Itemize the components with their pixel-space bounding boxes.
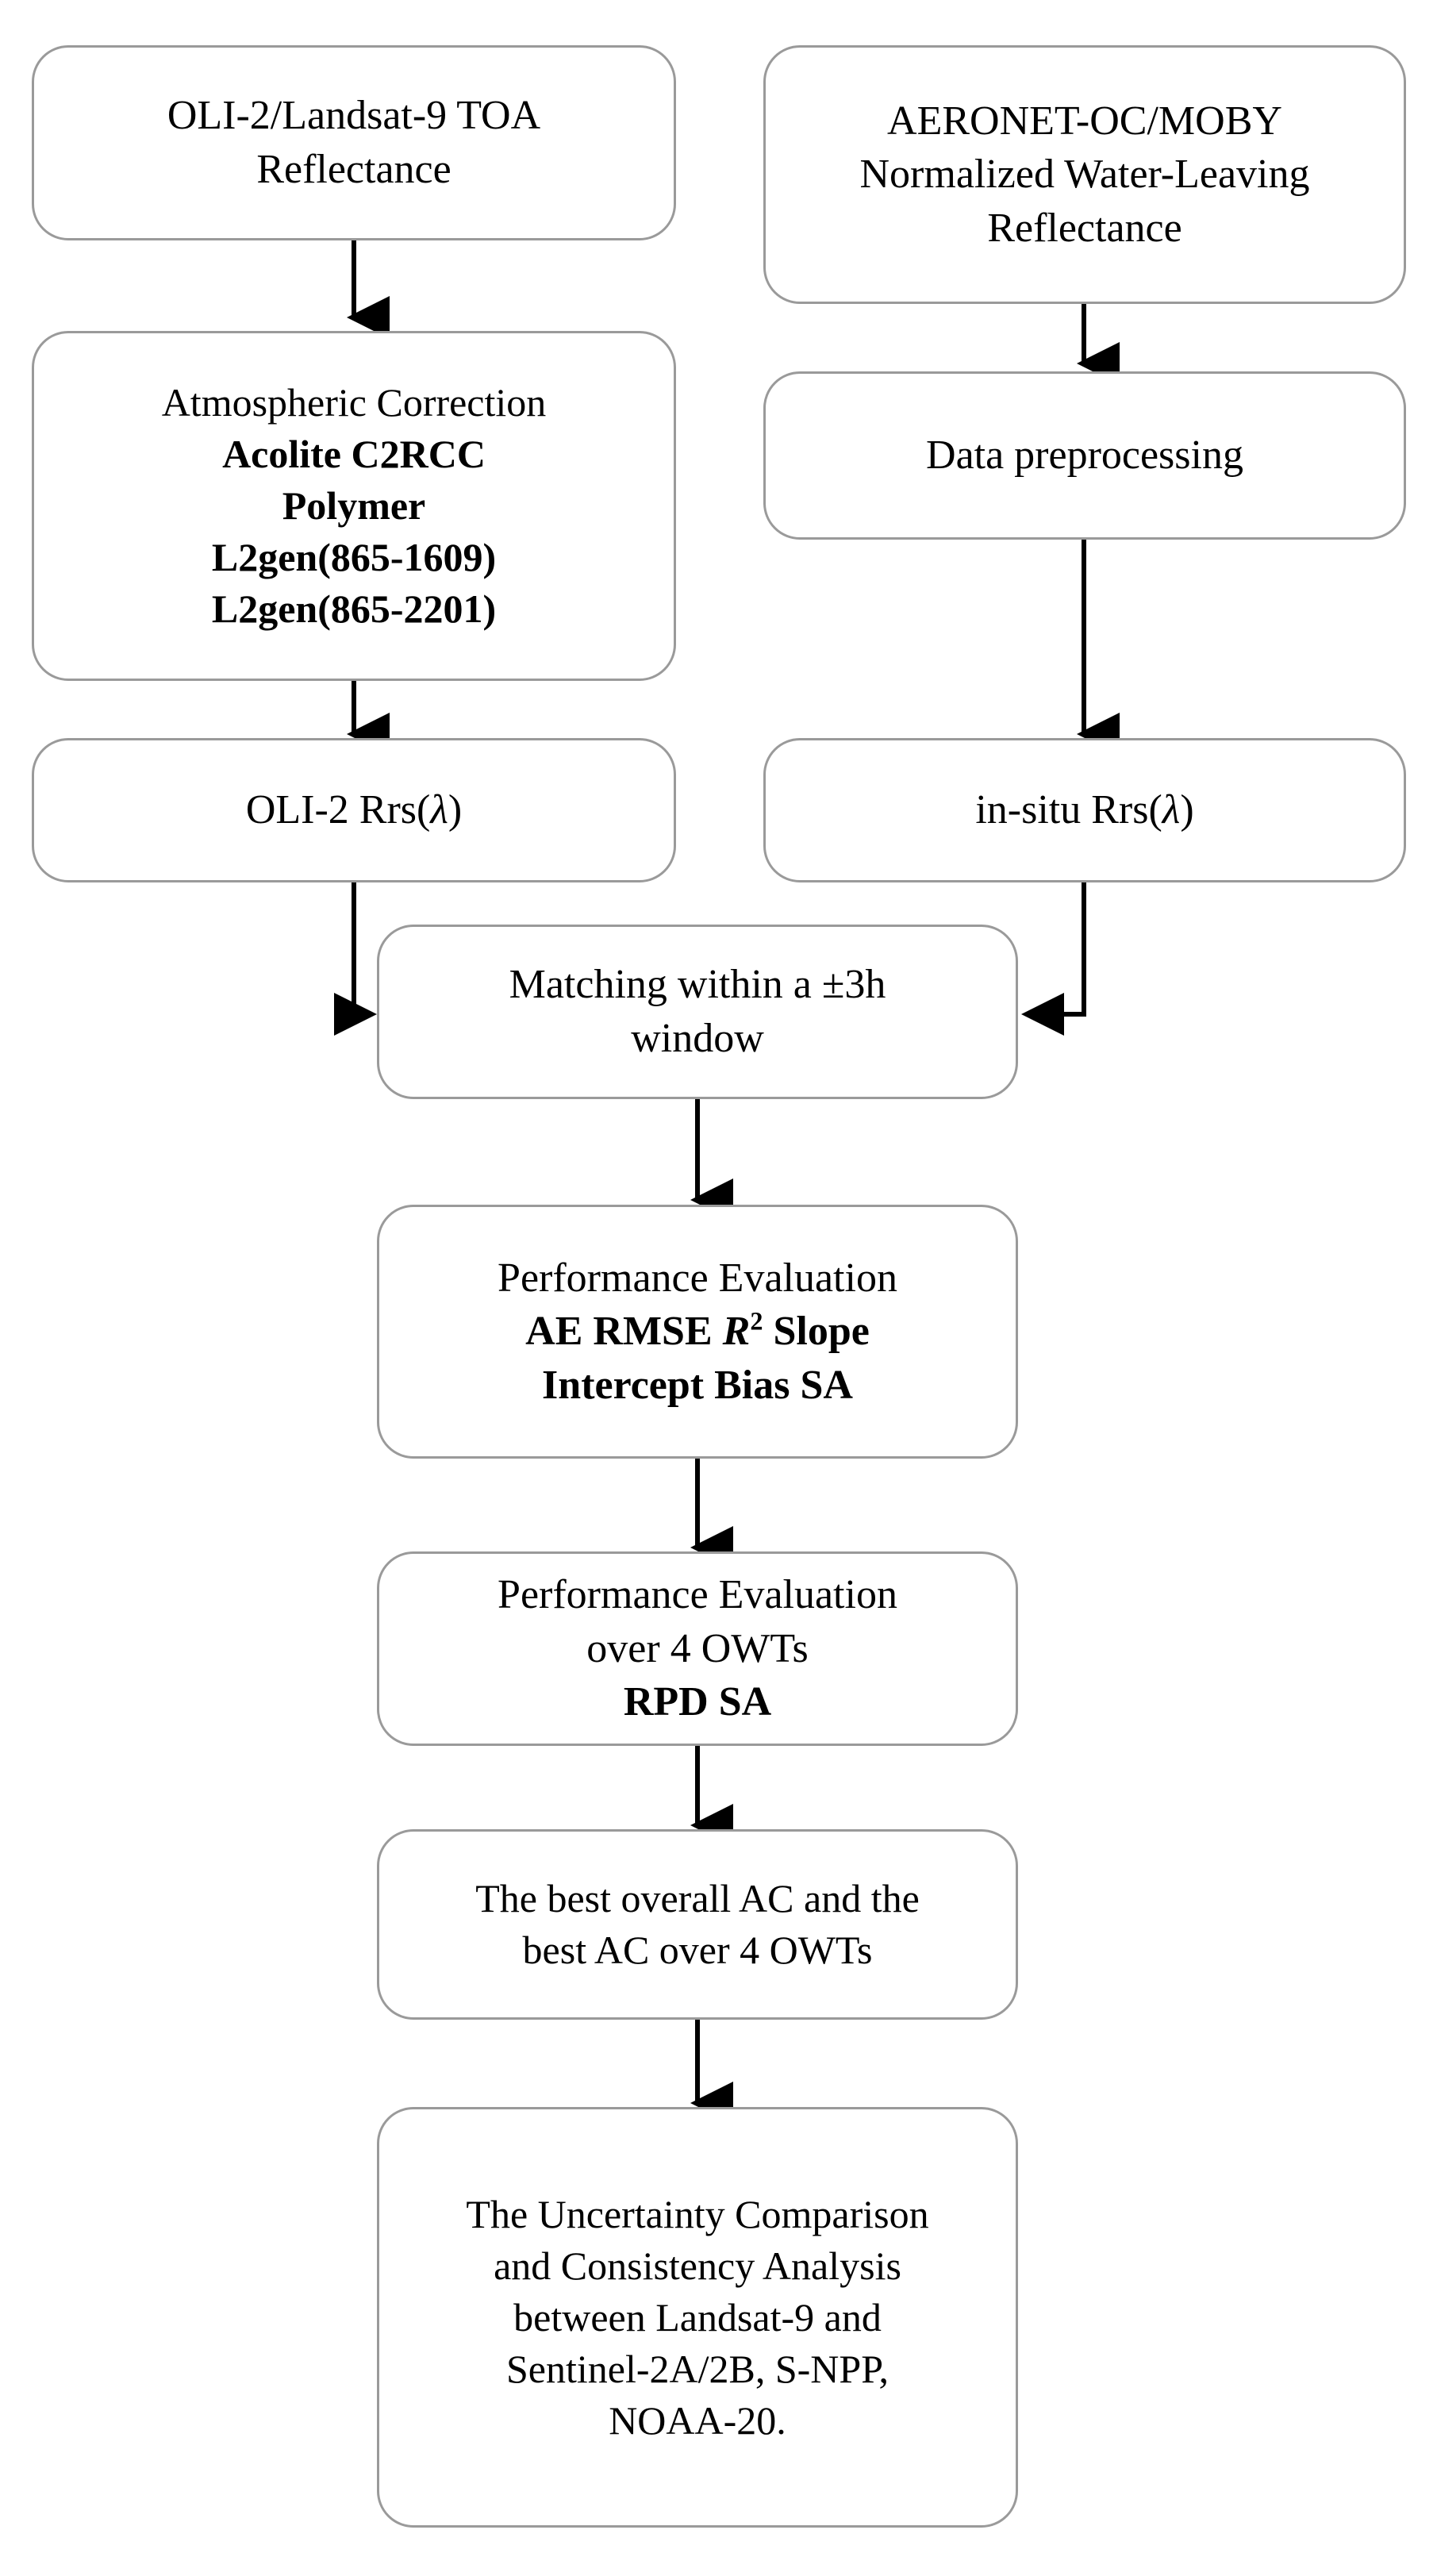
node-line: L2gen(865-2201) [211, 586, 497, 631]
aeronet-moby-node[interactable]: AERONET-OC/MOBY Normalized Water-Leaving… [763, 45, 1406, 304]
node-line: Intercept Bias SA [542, 1362, 853, 1408]
performance-evaluation-owts-node[interactable]: Performance Evaluation over 4 OWTs RPD S… [377, 1551, 1018, 1746]
node-line: OLI-2/Landsat-9 TOA [167, 93, 541, 139]
matching-window-node[interactable]: Matching within a ±3h window [377, 925, 1018, 1099]
node-line: Performance Evaluation [498, 1572, 897, 1618]
node-line: Atmospheric Correction [161, 380, 547, 425]
node-line: AERONET-OC/MOBY [887, 98, 1282, 144]
edge-oli2rrs-to-matching [334, 882, 377, 1036]
performance-evaluation-node[interactable]: Performance Evaluation AE RMSE R2 Slope … [377, 1205, 1018, 1459]
insitu-rrs-node[interactable]: in-situ Rrs(λ) [763, 738, 1406, 882]
node-line: Polymer [282, 483, 426, 528]
node-line: over 4 OWTs [586, 1625, 809, 1671]
node-line: and Consistency Analysis [494, 2243, 901, 2288]
node-line: Matching within a ±3h [509, 962, 886, 1008]
node-line: best AC over 4 OWTs [522, 1928, 873, 1972]
node-line: The best overall AC and the [475, 1876, 920, 1920]
data-preprocessing-node[interactable]: Data preprocessing [763, 371, 1406, 540]
node-line: between Landsat-9 and [513, 2294, 882, 2340]
oli2-rrs-node[interactable]: OLI-2 Rrs(λ) [32, 738, 676, 882]
node-line: NOAA-20. [609, 2397, 786, 2443]
node-line: L2gen(865-1609) [211, 535, 497, 579]
node-line: OLI-2 Rrs(λ) [245, 787, 463, 833]
atmospheric-correction-node[interactable]: Atmospheric Correction Acolite C2RCC Pol… [32, 331, 676, 681]
best-ac-node[interactable]: The best overall AC and the best AC over… [377, 1829, 1018, 2020]
oli2-toa-reflectance-node[interactable]: OLI-2/Landsat-9 TOA Reflectance [32, 45, 676, 240]
uncertainty-comparison-node[interactable]: The Uncertainty Comparison and Consisten… [377, 2107, 1018, 2528]
node-line: Reflectance [256, 147, 451, 192]
node-line: The Uncertainty Comparison [466, 2191, 929, 2236]
node-line-metrics: AE RMSE R2 Slope [525, 1306, 870, 1355]
node-line: Performance Evaluation [498, 1255, 897, 1301]
node-line: RPD SA [623, 1679, 772, 1725]
node-line: in-situ Rrs(λ) [975, 787, 1194, 833]
node-line: Data preprocessing [926, 433, 1243, 479]
node-line: Acolite C2RCC [222, 432, 486, 476]
node-line: window [631, 1016, 764, 1061]
node-line: Sentinel-2A/2B, S-NPP, [505, 2346, 889, 2391]
node-line: Normalized Water-Leaving [859, 152, 1310, 198]
node-line: Reflectance [987, 205, 1182, 251]
edge-insiturrs-to-matching [1021, 882, 1086, 1036]
